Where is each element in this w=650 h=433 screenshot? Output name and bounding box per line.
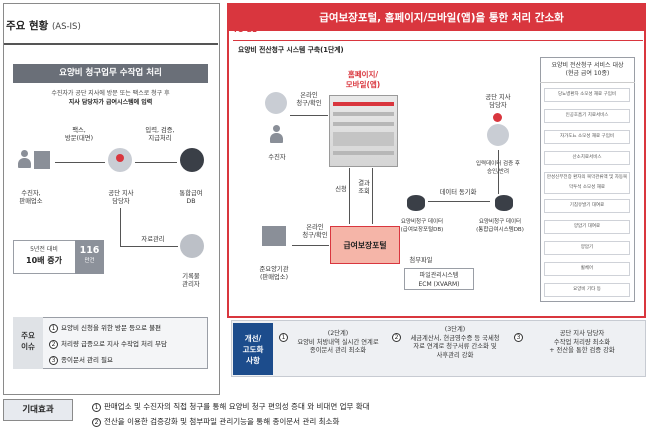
service-item: 기침유발기 대여료: [544, 199, 630, 213]
online-request-1: 온라인 청구/확인: [296, 92, 322, 107]
stat-value: 10배 증가: [26, 256, 62, 265]
stat-number-box: 116 만건: [75, 240, 104, 274]
improvement-num-2: 2: [392, 327, 404, 346]
as-is-banner: 요양비 청구업무 수작업 처리: [13, 64, 208, 83]
benefit-portal: 급여보장포털: [330, 226, 400, 264]
service-item: 양압기 대여료: [544, 220, 630, 234]
improvement-num-3: 3: [514, 327, 526, 346]
service-item: 인공호흡기 치료서비스: [544, 109, 630, 123]
as-is-title: 주요 현황 (AS-IS): [6, 18, 81, 33]
stat-label: 5년전 대비: [30, 246, 58, 253]
archive-icon: [180, 234, 204, 258]
attach-label: 첨부파일: [409, 257, 433, 264]
as-is-divider: [4, 43, 218, 45]
patient-person-icon: [270, 125, 283, 144]
service-item: 요양비 기타 등: [544, 283, 630, 297]
expected-effect-label: 기대효과: [3, 399, 73, 421]
patient-person-icon: [18, 150, 31, 169]
result-label: 결과 조회: [358, 180, 370, 195]
as-is-desc-2: 지사 담당자가 급여시스템에 입력: [68, 99, 153, 106]
node-archive: 기록물 관리자: [182, 273, 200, 288]
service-item: 자가도뇨 소모성 재료 구입비: [544, 130, 630, 144]
improvements-label: 개선/ 고도화 사항: [233, 323, 273, 375]
fax-visit-label: 팩스, 방문(대면): [64, 127, 94, 142]
service-list-head: 요양비 전산청구 서비스 대상 (현금 급여 10종): [540, 57, 635, 83]
arrow-sync: [428, 201, 490, 202]
arrow-online-1: [290, 115, 328, 116]
as-is-title-sub: (AS-IS): [51, 22, 81, 32]
improvement-1: (2단계) 요양비 처방내역 실시간 연계로 종이문서 관리 최소화: [297, 330, 379, 354]
channel-label: 홈페이지/ 모바일(앱): [332, 70, 394, 95]
data-sync-label: 데이터 동기화: [439, 189, 477, 196]
pin-icon: [493, 113, 502, 122]
service-item: 만성신부전증 환자의 복막관류액 및 자동복막투석 소모성 재료: [544, 172, 630, 194]
as-is-title-text: 주요 현황: [6, 20, 49, 32]
pin-icon: [116, 154, 124, 162]
arrow-fax: [55, 162, 105, 163]
issues-box: [13, 317, 208, 369]
arrow-apply: [349, 168, 350, 224]
ecm-box: 파일관리시스템 ECM (XVARM): [404, 268, 474, 290]
arrow-input: [135, 162, 177, 163]
arrow-result: [372, 168, 373, 224]
vendor-building-icon: [262, 226, 286, 246]
arrow-verify: [498, 150, 499, 194]
improvement-3: 공단 지사 담당자 수작업 처리량 최소화 + 전산을 통한 검증 강화: [549, 330, 615, 354]
stat-unit: 만건: [84, 258, 95, 264]
arrow-online-2: [292, 245, 329, 246]
as-is-desc-1: 수진자가 공단 지사에 방문 또는 팩스로 청구 후: [51, 90, 170, 97]
to-be-tag: TO-BE: [233, 26, 257, 34]
input-verify-label: 입력, 검증, 지급처리: [145, 127, 175, 142]
service-item: 휠체어: [544, 262, 630, 276]
shop-building-icon: [34, 151, 50, 169]
node-officer-right: 공단 지사 담당자: [485, 94, 511, 109]
arrow-down: [120, 208, 121, 246]
officer-right-icon: [487, 124, 509, 146]
node-integrated-db: 통합급여 DB: [179, 190, 203, 205]
service-item: 당뇨병환자 소모성 재료 구입비: [544, 88, 630, 102]
to-be-divider: [233, 40, 643, 41]
node-vendor: 준요양기관 (판매업소): [259, 266, 289, 281]
arrow-archive: [120, 246, 178, 247]
service-list-items: 당뇨병환자 소모성 재료 구입비 인공호흡기 치료서비스 자가도뇨 소모성 재료…: [540, 83, 635, 301]
to-be-subtitle: 요양비 전산청구 시스템 구축(1단계): [238, 46, 344, 54]
node-patient-right: 수진자: [268, 154, 286, 161]
improvements-box: [231, 320, 646, 377]
db-portal-label: 요양비청구 데이터 (급여보장포털DB): [400, 219, 444, 233]
stat-number: 116: [79, 245, 100, 256]
db-icon: [180, 148, 204, 172]
data-mgmt-label: 자료관리: [141, 236, 165, 243]
service-item: 산소치료서비스: [544, 151, 630, 165]
to-be-banner: 급여보장포털, 홈페이지/모바일(앱)을 통한 처리 간소화: [229, 5, 644, 31]
web-app-screenshot: [329, 95, 398, 167]
portal-db-icon: [407, 195, 425, 211]
issues-label: 주요 이슈: [13, 317, 43, 369]
service-item: 양압기: [544, 241, 630, 255]
db-integrated-label: 요양비청구 데이터 (통합급여시스템DB): [476, 219, 524, 233]
integrated-db-icon: [495, 195, 513, 211]
improvement-num-1: 1: [279, 327, 291, 346]
improvement-2: (3단계) 세금계산서, 현금영수증 등 국세청 자료 연계로 청구서류 간소화…: [410, 326, 500, 359]
online-request-2: 온라인 청구/확인: [302, 224, 328, 239]
node-patient-vendor: 수진자, 판매업소: [19, 190, 43, 205]
patient-mobile-icon: [265, 92, 287, 114]
node-officer: 공단 지사 담당자: [108, 190, 134, 205]
apply-label: 신청: [335, 186, 347, 193]
